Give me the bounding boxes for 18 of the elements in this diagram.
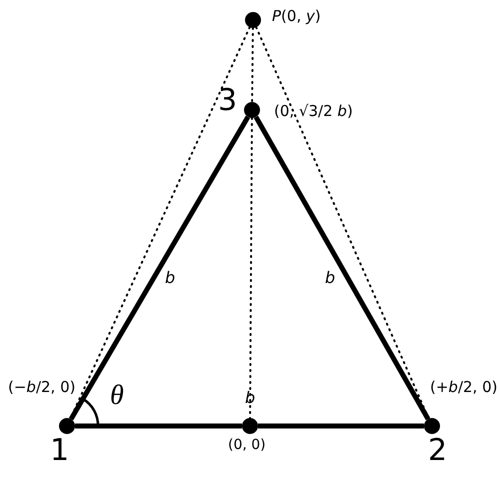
triangle-side xyxy=(75,424,242,428)
triangle-side xyxy=(254,116,430,420)
math-label: b xyxy=(165,270,176,286)
point-label: P(0, y) xyxy=(272,9,321,24)
triangle-side xyxy=(68,116,250,420)
triangle-side xyxy=(258,424,424,428)
point-label: (+b/2, 0) xyxy=(430,380,498,395)
point-label: 3 xyxy=(218,86,238,116)
math-label: b xyxy=(245,390,256,406)
dotted-line xyxy=(251,27,254,103)
point-label: 2 xyxy=(428,436,448,466)
math-label: b xyxy=(325,270,336,286)
point-label: (0, 0) xyxy=(228,438,266,452)
dotted-line xyxy=(249,117,253,419)
point-label: (0, √3/2 b) xyxy=(274,104,353,119)
math-label: θ xyxy=(110,382,124,410)
point-label: 1 xyxy=(50,436,70,466)
point-label: (−b/2, 0) xyxy=(8,380,76,395)
